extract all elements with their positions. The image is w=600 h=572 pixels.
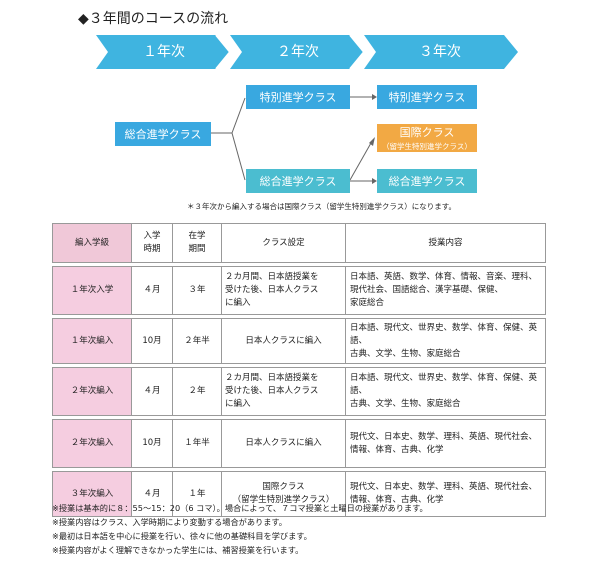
special-y3-label: 特別進学クラス <box>388 91 466 104</box>
row-entry: ４月 <box>131 266 173 315</box>
intl-y3-sublabel: （留学生特別進学クラス） <box>382 142 472 151</box>
year1-label: １年次 <box>143 44 185 60</box>
table-row: １年次入学 ４月 ３年 ２カ月間、日本語授業を受けた後、日本人クラスに編入 日本… <box>52 266 546 315</box>
intl-y3-label: 国際クラス <box>399 126 455 139</box>
special-y2-box: 特別進学クラス <box>246 85 350 109</box>
row-level: ２年次編入 <box>52 419 132 468</box>
year-arrow-bar: １年次 ２年次 ３年次 <box>96 35 518 69</box>
row-class: ２カ月間、日本語授業を受けた後、日本人クラスに編入 <box>221 266 346 315</box>
row-level: １年次編入 <box>52 318 132 364</box>
row-level: ２年次編入 <box>52 367 132 416</box>
year1-arrow <box>96 35 230 69</box>
page-title: ◆３年間のコースの流れ <box>78 11 229 27</box>
general-start-box: 総合進学クラス <box>115 122 211 146</box>
footnote: ※授業内容がよく理解できなかった学生には、補習授業を行います。 <box>52 545 304 555</box>
footnote: ※授業内容はクラス、入学時期により変動する場合があります。 <box>52 517 287 527</box>
row-level: １年次入学 <box>52 266 132 315</box>
row-entry: 10月 <box>131 419 173 468</box>
row-class: 日本人クラスに編入 <box>221 419 346 468</box>
row-content: 日本語、現代文、世界史、数学、体育、保健、英語、古典、文学、生物、家庭総合 <box>345 367 546 416</box>
row-entry: ４月 <box>131 367 173 416</box>
header-entry: 入学時期 <box>131 223 173 263</box>
year2-label: ２年次 <box>277 44 319 60</box>
row-period: １年半 <box>172 419 222 468</box>
row-class: 日本人クラスに編入 <box>221 318 346 364</box>
row-class: ２カ月間、日本語授業を受けた後、日本人クラスに編入 <box>221 367 346 416</box>
footnotes: ※授業は基本的に８：55～15：20（6 コマ）。場合によって、７コマ授業と土曜… <box>52 501 428 557</box>
header-level: 編入学級 <box>52 223 132 263</box>
row-period: １年 <box>172 471 222 517</box>
table-row: ３年次編入 ４月 １年 国際クラス（留学生特別進学クラス） 現代文、日本史、数学… <box>52 471 546 517</box>
year3-arrow <box>364 35 518 69</box>
special-y2-label: 特別進学クラス <box>259 91 337 104</box>
footnote: ※最初は日本語を中心に授業を行い、徐々に他の基礎科目を学びます。 <box>52 531 312 541</box>
table-header-row: 編入学級 入学時期 在学期間 クラス設定 授業内容 <box>52 223 546 263</box>
table-row: １年次編入 10月 ２年半 日本人クラスに編入 日本語、現代文、世界史、数学、体… <box>52 318 546 364</box>
general-y2-label: 総合進学クラス <box>259 175 337 188</box>
row-content: 現代文、日本史、数学、理科、英語、現代社会、情報、体育、古典、化学 <box>345 471 546 517</box>
row-content: 現代文、日本史、数学、理科、英語、現代社会、情報、体育、古典、化学 <box>345 419 546 468</box>
general-start-label: 総合進学クラス <box>124 128 202 141</box>
header-content: 授業内容 <box>345 223 546 263</box>
year-arrows-graphic <box>96 35 518 69</box>
row-content: 日本語、英語、数学、体育、情報、音楽、理科、現代社会、国語総合、漢字基礎、保健、… <box>345 266 546 315</box>
year2-arrow <box>230 35 364 69</box>
flow-connectors <box>211 94 377 184</box>
row-content: 日本語、現代文、世界史、数学、体育、保健、英語、古典、文学、生物、家庭総合 <box>345 318 546 364</box>
header-period: 在学期間 <box>172 223 222 263</box>
year3-label: ３年次 <box>419 44 461 60</box>
general-y3-label: 総合進学クラス <box>388 175 466 188</box>
course-table: 編入学級 入学時期 在学期間 クラス設定 授業内容 １年次入学 ４月 ３年 ２カ… <box>52 223 546 517</box>
general-y2-box: 総合進学クラス <box>246 169 350 193</box>
general-y3-box: 総合進学クラス <box>377 169 477 193</box>
row-class: 国際クラス（留学生特別進学クラス） <box>221 471 346 517</box>
row-entry: 10月 <box>131 318 173 364</box>
table-row: ２年次編入 10月 １年半 日本人クラスに編入 現代文、日本史、数学、理科、英語… <box>52 419 546 468</box>
row-entry: ４月 <box>131 471 173 517</box>
footnote: ※授業は基本的に８：55～15：20（6 コマ）。場合によって、７コマ授業と土曜… <box>52 503 428 513</box>
row-period: ２年半 <box>172 318 222 364</box>
intl-y3-box: 国際クラス （留学生特別進学クラス） <box>377 124 477 152</box>
header-class: クラス設定 <box>221 223 346 263</box>
row-period: ２年 <box>172 367 222 416</box>
row-period: ３年 <box>172 266 222 315</box>
row-level: ３年次編入 <box>52 471 132 517</box>
special-y3-box: 特別進学クラス <box>377 85 477 109</box>
course-flow-diagram: 総合進学クラス 特別進学クラス 総合進学クラス 特別進学クラス 国際クラス （留… <box>0 0 600 230</box>
transfer-note: ＊３年次から編入する場合は国際クラス（留学生特別進学クラス）になります。 <box>187 202 456 211</box>
table-row: ２年次編入 ４月 ２年 ２カ月間、日本語授業を受けた後、日本人クラスに編入 日本… <box>52 367 546 416</box>
